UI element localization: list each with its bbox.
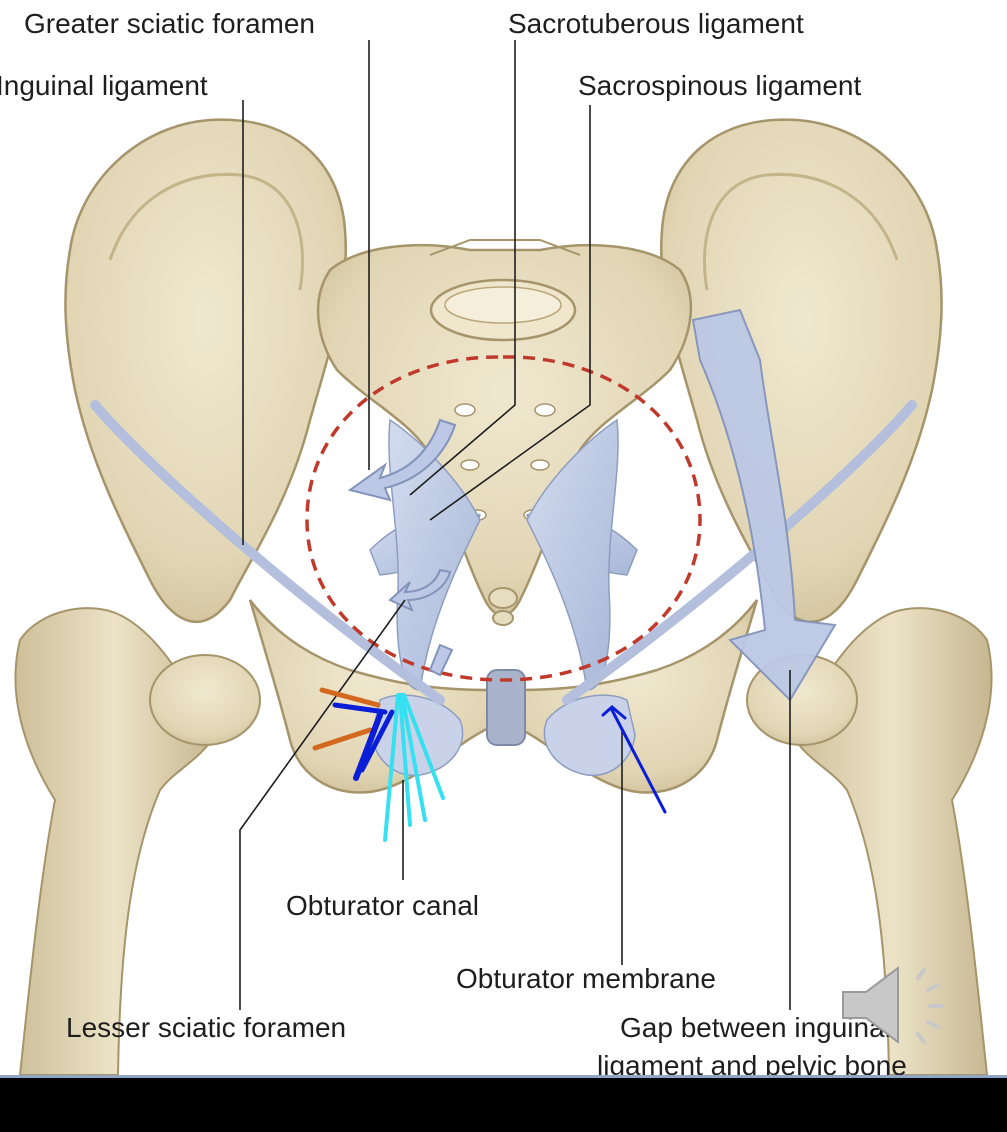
- right-iliac-wing: [660, 118, 943, 623]
- speaker-icon[interactable]: [838, 960, 958, 1050]
- pubic-symphysis: [486, 669, 526, 746]
- left-iliac-wing: [64, 118, 347, 623]
- label-obturator-canal: Obturator canal: [286, 890, 479, 921]
- gap-arrow: [691, 308, 837, 702]
- obturator-canal-arrow: [428, 643, 454, 677]
- sacrotuberous-ligaments: [388, 418, 619, 691]
- greater-sciatic-arrow: [347, 418, 457, 502]
- left-femur: [14, 607, 261, 1075]
- pelvic-brim-outline: [305, 355, 702, 682]
- sacrum: [316, 239, 693, 626]
- right-femur: [746, 607, 993, 1075]
- label-sacrotuberous-ligament: Sacrotuberous ligament: [508, 8, 804, 39]
- label-greater-sciatic-foramen: Greater sciatic foramen: [24, 8, 315, 39]
- label-lesser-sciatic-foramen: Lesser sciatic foramen: [66, 1012, 347, 1043]
- label-gap-line2: ligament and pelvic bone: [597, 1050, 907, 1075]
- slide: Greater sciatic foramen Sacrotuberous li…: [0, 0, 1007, 1075]
- label-inguinal-ligament: Inguinal ligament: [0, 70, 208, 101]
- label-obturator-membrane: Obturator membrane: [456, 963, 716, 994]
- hand-annotations: [312, 687, 667, 842]
- label-sacrospinous-ligament: Sacrospinous ligament: [578, 70, 862, 101]
- bottom-bar: [0, 1075, 1007, 1132]
- pelvis-illustration: [14, 40, 993, 1075]
- right-pubic-ischial-bone: [510, 599, 759, 794]
- leader-lines: [239, 40, 791, 1010]
